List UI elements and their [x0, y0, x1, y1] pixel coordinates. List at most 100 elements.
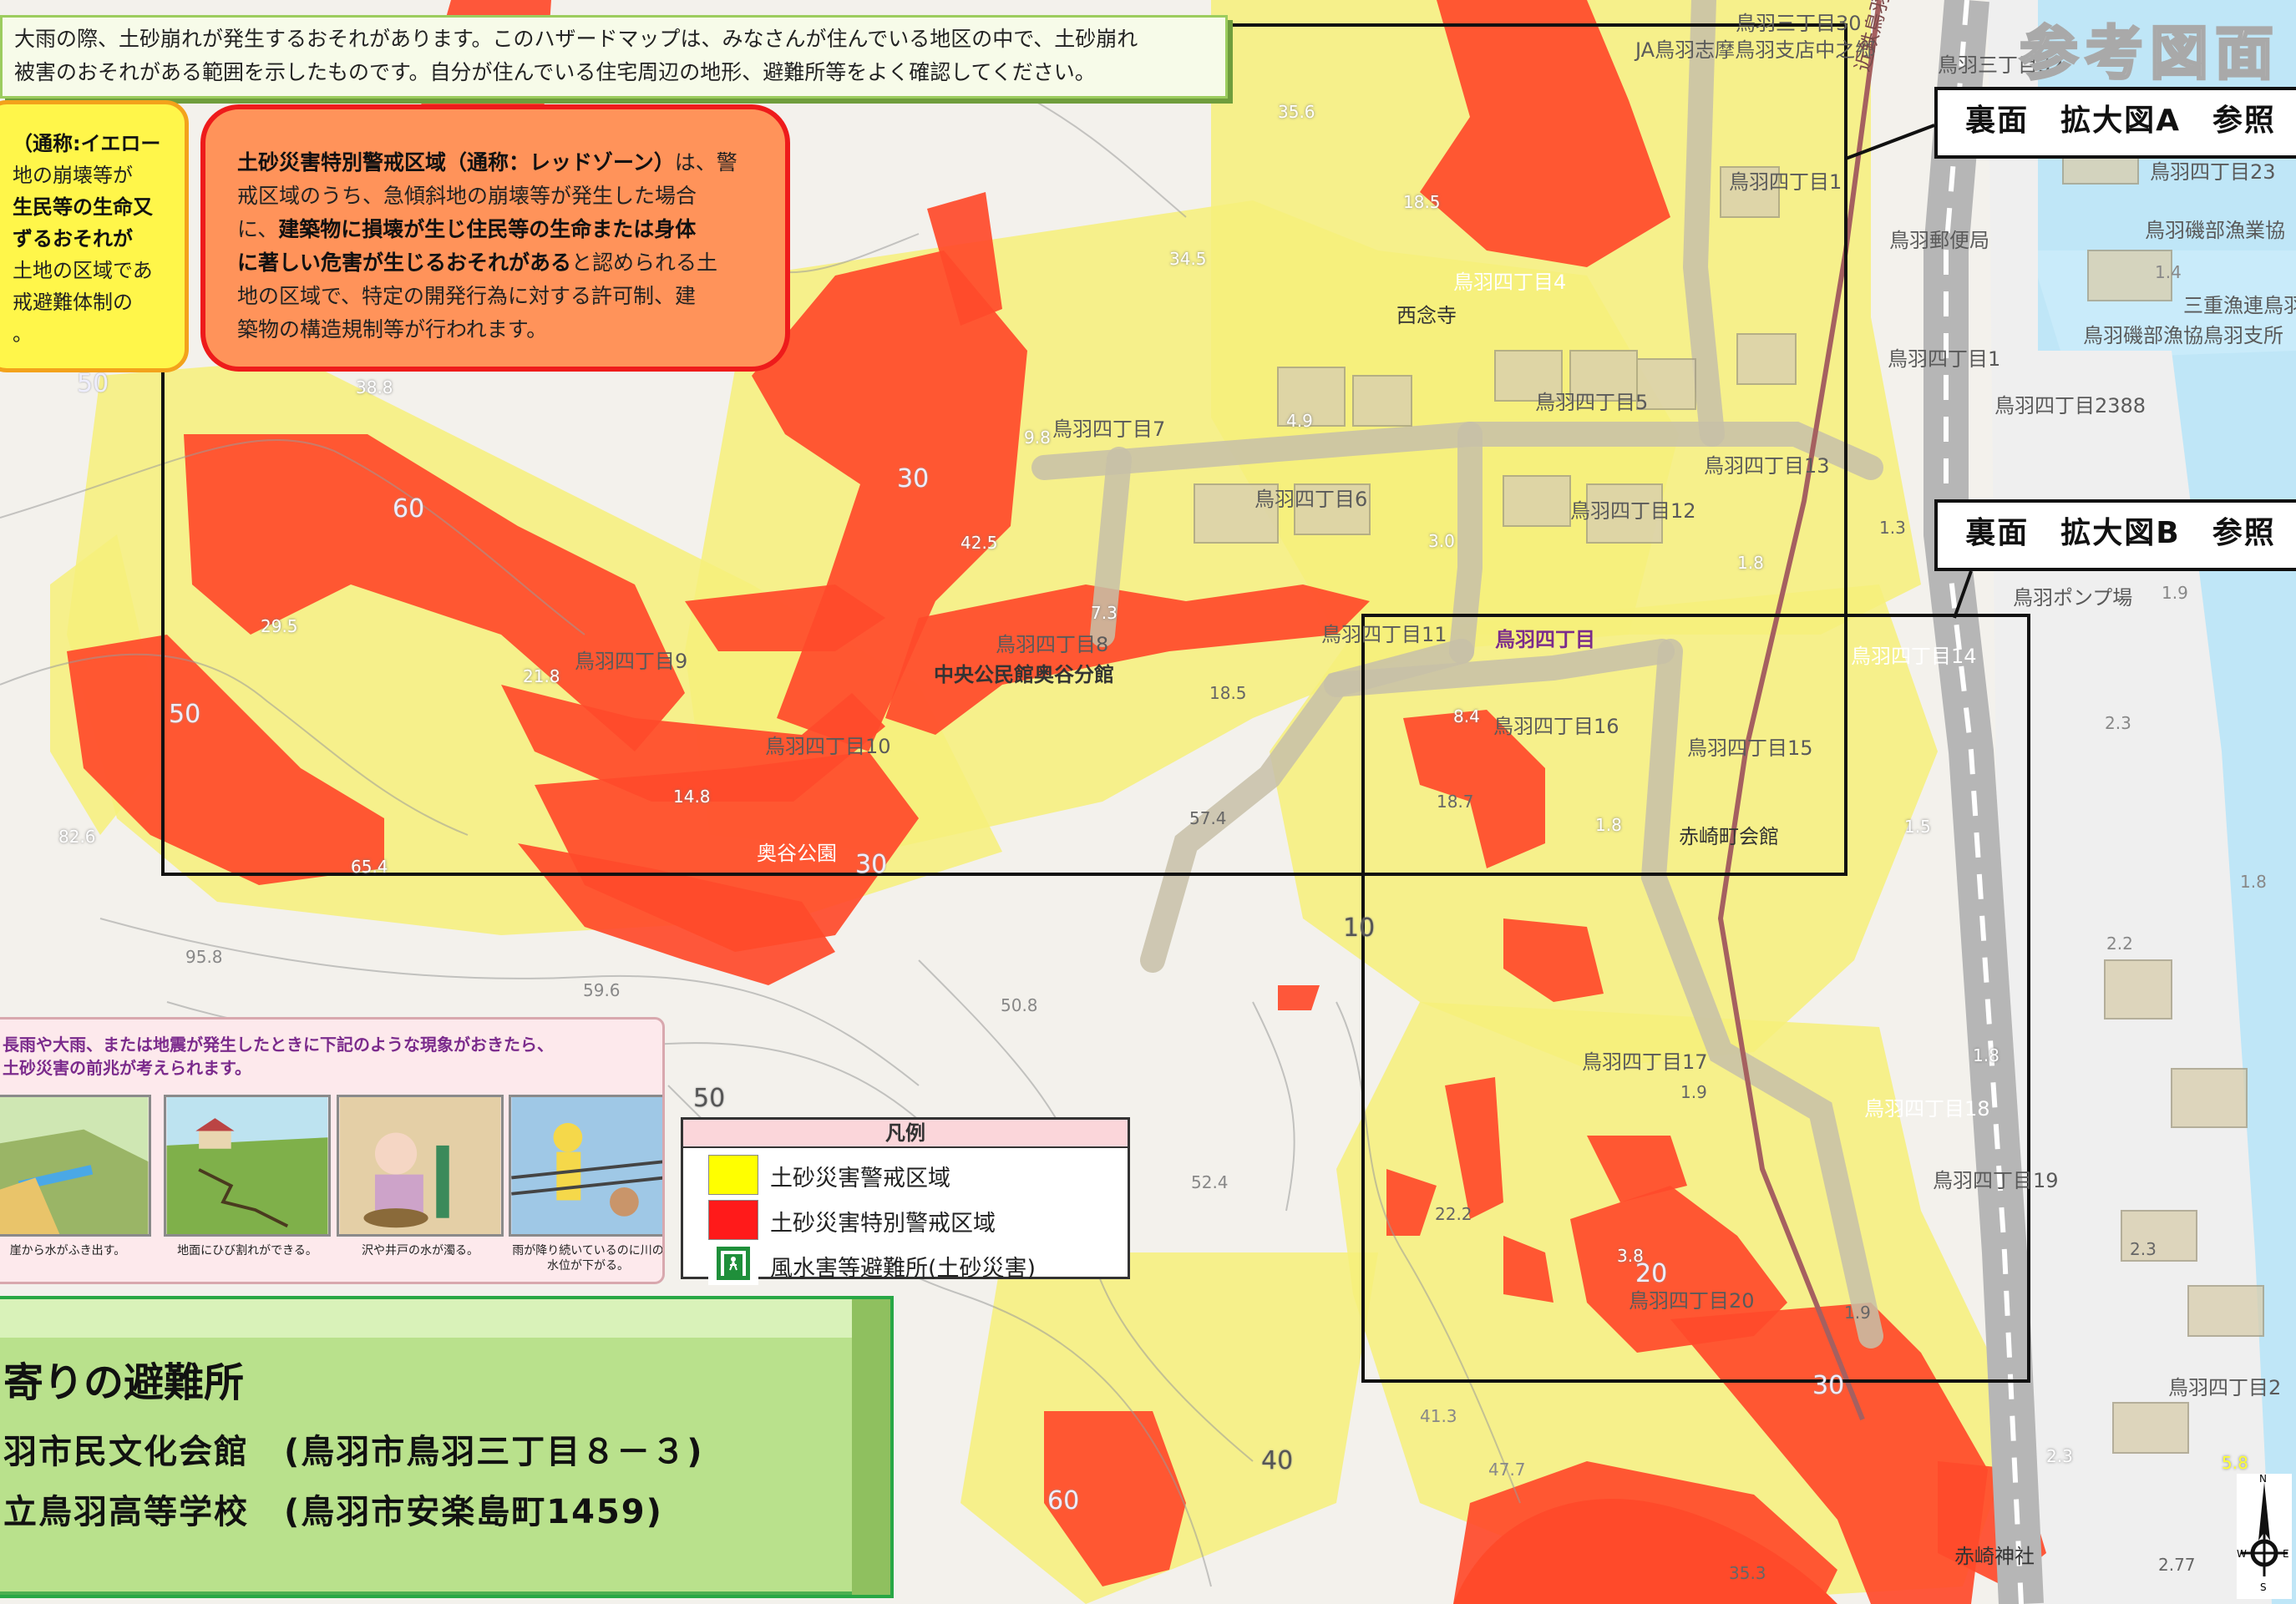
red-zone-explanation: 土砂災害特別警戒区域（通称：レッドゾーン）は、警 戒区域のうち、急傾斜地の崩壊等… [200, 104, 790, 372]
spot-height: 18.7 [1437, 792, 1474, 812]
spot-height: 9.8 [1024, 428, 1051, 448]
place-label-p10: 鳥羽四丁目10 [765, 735, 891, 758]
yn-line-4: ずるおそれが [13, 227, 133, 250]
akasaki-town-hall: 赤崎町会館 [1679, 825, 1779, 848]
spot-height: 8.4 [1453, 706, 1480, 726]
spot-height: 2.3 [2105, 713, 2131, 733]
akasaki-shrine: 赤崎神社 [1954, 1545, 2035, 1568]
pump-station: 鳥羽ポンプ場 [2013, 586, 2133, 610]
omen-item: 地面にひび割れができる。 [164, 1095, 331, 1258]
spot-height: 29.5 [261, 616, 298, 636]
legend-item-red: 土砂災害特別警戒区域 [708, 1200, 1126, 1242]
place-label-p16: 鳥羽四丁目16 [1493, 715, 1619, 738]
buildings [1194, 133, 2264, 1454]
yellow-swatch [708, 1155, 758, 1195]
spot-height: 1.8 [2240, 872, 2267, 892]
spot-height: 2.3 [2046, 1446, 2073, 1466]
compass-w: W [2237, 1548, 2247, 1560]
spot-height: 1.9 [2162, 583, 2188, 603]
spot-height: 3.0 [1428, 531, 1455, 551]
see-enlarged-map-a-button[interactable]: 裏面 拡大図A 参照 [1934, 87, 2296, 159]
cliff-water-illustration [0, 1095, 151, 1237]
reference-watermark: 参考図面 [2019, 18, 2280, 89]
okutani-park: 奥谷公園 [757, 842, 837, 865]
spot-height: 1.8 [1737, 553, 1764, 573]
post-office: 鳥羽郵便局 [1889, 229, 1989, 252]
intro-notice: 大雨の際、土砂崩れが発生するおそれがあります。このハザードマップは、みなさんが住… [0, 15, 1228, 99]
place-label-p1a: 鳥羽四丁目1 [1729, 170, 1842, 194]
temple-saienji: 西念寺 [1396, 304, 1457, 327]
spot-height: 52.4 [1191, 1172, 1229, 1192]
compass-s: S [2260, 1581, 2267, 1593]
spot-height: 18.5 [1209, 683, 1247, 703]
spot-height: 22.2 [1435, 1204, 1472, 1224]
rn-l3-bold: 建築物に損壊が生じ住民等の生命または身体 [278, 217, 697, 241]
contour-label: 30 [1812, 1371, 1845, 1400]
place-label-p11: 鳥羽四丁目11 [1321, 623, 1447, 646]
omen-item: 沢や井戸の水が濁る。 [337, 1095, 504, 1258]
district-label: 鳥羽四丁目 [1495, 628, 1595, 651]
shelter-2: 立鳥羽高等学校 (鳥羽市安楽島町1459) [3, 1493, 663, 1531]
place-label-p8: 鳥羽四丁目8 [996, 633, 1109, 656]
reclaimed-land [1988, 0, 2272, 1604]
intro-line-1: 大雨の際、土砂崩れが発生するおそれがあります。このハザードマップは、みなさんが住… [14, 27, 1138, 51]
place-label-p5: 鳥羽四丁目5 [1535, 391, 1649, 414]
river-level-illustration [509, 1095, 662, 1237]
spot-height: 2.2 [2106, 934, 2133, 954]
place-label-p19: 鳥羽四丁目19 [1933, 1169, 2059, 1192]
rn-l3-pre: に、 [237, 217, 279, 241]
red-special-warning-zones [67, 0, 2046, 1604]
contour-label: 60 [393, 494, 425, 524]
spot-height: 3.8 [1617, 1246, 1644, 1266]
yn-line-7: 。 [13, 322, 33, 346]
enlarged-area-b-frame[interactable] [1361, 614, 2030, 1383]
spot-height: 4.9 [1286, 411, 1313, 431]
nearest-shelter-panel: 寄りの避難所 羽市民文化会館 (鳥羽市鳥羽三丁目８－３) 立鳥羽高等学校 (鳥羽… [0, 1296, 894, 1598]
spot-height: 14.8 [673, 787, 711, 807]
fishery-coop-2: 三重漁連鳥羽 [2183, 294, 2296, 317]
spot-height: 1.9 [1680, 1082, 1707, 1102]
contour-label: 50 [693, 1084, 726, 1113]
yn-line-1: （通称:イエロー [13, 132, 161, 155]
place-label-p17: 鳥羽四丁目17 [1582, 1050, 1708, 1074]
place-label-p9: 鳥羽四丁目9 [575, 650, 688, 673]
legend-label: 土砂災害警戒区域 [770, 1166, 950, 1192]
contour-label: 20 [1635, 1259, 1668, 1288]
rn-head: 土砂災害特別警戒区域（通称：レッドゾーン） [237, 150, 675, 175]
spot-height: 1.8 [1973, 1045, 1999, 1065]
spot-height: 1.9 [1844, 1303, 1871, 1323]
place-label-p4: 鳥羽四丁目4 [1453, 271, 1567, 294]
spot-height: 18.5 [1403, 192, 1441, 212]
rn-line-2: 戒区域のうち、急傾斜地の崩壊等が発生した場合 [237, 184, 697, 208]
spot-height: 1.3 [1879, 518, 1906, 538]
place-label-p6: 鳥羽四丁目6 [1254, 488, 1368, 511]
rn-line-5: 地の区域で、特定の開発行為に対する許可制、建 [237, 284, 697, 308]
rn-line-6: 築物の構造規制等が行われます。 [237, 317, 548, 342]
fishery-coop: 鳥羽磯部漁業協 [2145, 219, 2285, 242]
yn-line-6: 戒避難体制の [13, 291, 133, 314]
spot-height: 1.8 [1595, 815, 1622, 835]
spot-height: 35.6 [1278, 102, 1315, 122]
omen-item: 崖から水がふき出す。 [0, 1095, 151, 1258]
place-label-p1: 鳥羽四丁目1 [1888, 347, 2001, 371]
omen-caption: 沢や井戸の水が濁る。 [362, 1244, 479, 1257]
place-label-ja: JA鳥羽志摩鳥羽支店中之郷 [1635, 38, 1876, 62]
compass-icon: N W E S [2237, 1473, 2289, 1593]
see-enlarged-map-b-button[interactable]: 裏面 拡大図B 参照 [1934, 499, 2296, 571]
spot-height: 65.4 [351, 857, 388, 877]
spot-height: 42.5 [960, 533, 998, 553]
legend-item-shelter: 風水害等避難所(土砂災害) [708, 1245, 1126, 1287]
fishery-coop-3: 鳥羽磯部漁協鳥羽支所 [2083, 324, 2283, 347]
place-label-sanbashi: 鳥羽三丁目30 [1736, 12, 1862, 35]
spot-height: 1.4 [2155, 262, 2182, 282]
omens-title-2: 土砂災害の前兆が考えられます。 [3, 1058, 251, 1078]
spot-height: 7.3 [1091, 603, 1118, 623]
spot-height: 41.3 [1420, 1406, 1457, 1426]
omen-caption: 地面にひび割れができる。 [177, 1244, 317, 1257]
landslide-omens-panel: 長雨や大雨、または地震が発生したときに下記のような現象がおきたら、 土砂災害の前… [0, 1017, 665, 1284]
omen-item: 雨が降り続いているのに川の水位が下がる。 [509, 1095, 662, 1273]
place-label-p7: 鳥羽四丁目7 [1052, 417, 1166, 441]
yn-line-5: 土地の区域であ [13, 259, 153, 282]
place-label-p2x: 鳥羽四丁目2 [2168, 1376, 2282, 1399]
